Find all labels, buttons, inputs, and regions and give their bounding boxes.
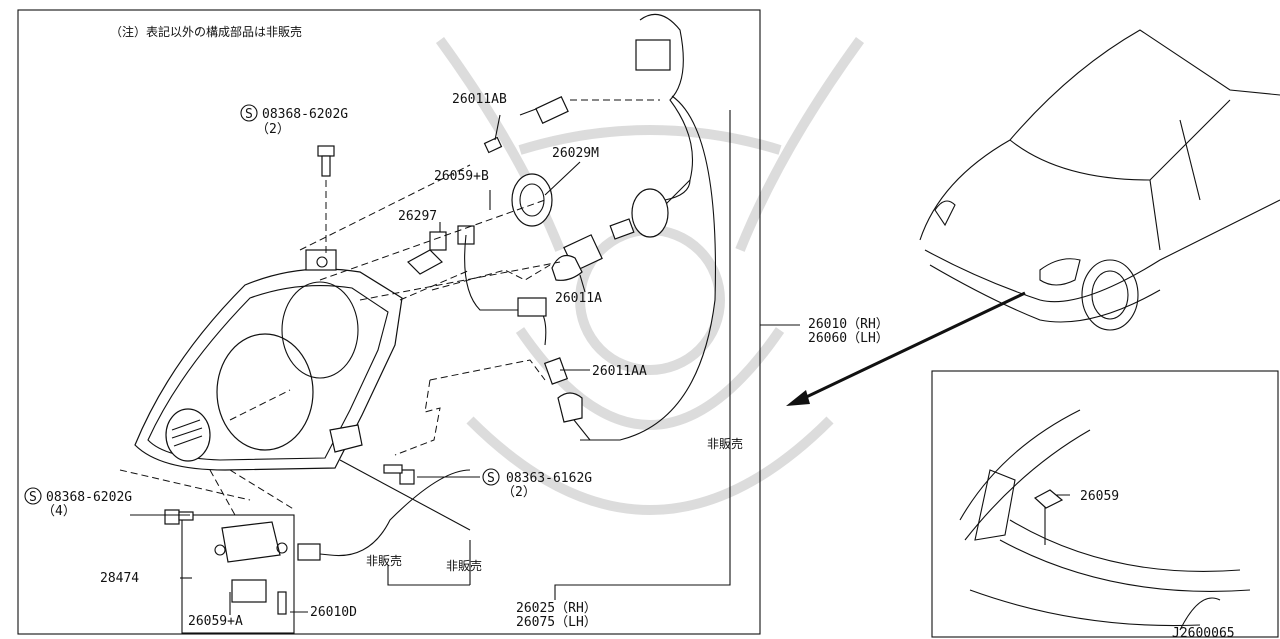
label-26010d: 26010D	[310, 605, 357, 620]
harness-top	[483, 13, 716, 441]
label-bolt-left: 08368-6202G	[46, 490, 132, 505]
label-bolt-left-qty: （4）	[42, 504, 76, 519]
watermark-helmet	[435, 37, 865, 515]
main-frame	[17, 9, 761, 635]
label-26059a: 26059+A	[188, 614, 243, 629]
harness-bottom	[299, 469, 471, 557]
label-26059b: 26059+B	[434, 169, 489, 184]
bolt-mid-icon	[383, 464, 415, 485]
bulb-26297	[407, 225, 475, 275]
label-not-sold-left: 非販売	[366, 553, 402, 568]
s-mark-mid-icon: S	[482, 468, 500, 486]
bulb-26011a	[551, 234, 603, 281]
label-26010-rh: 26010（RH）	[808, 317, 889, 332]
bulb-high-beam	[609, 179, 691, 240]
note-text: （注）表記以外の構成部品は非販売	[110, 24, 302, 39]
label-26060-lh: 26060（LH）	[808, 331, 889, 346]
label-26025-rh: 26025（RH）	[516, 601, 597, 616]
s-mark-top-icon: S	[240, 104, 258, 122]
label-bolt-top-qty: （2）	[256, 122, 290, 137]
bolt-top-icon	[317, 145, 335, 177]
label-not-sold-right: 非販売	[707, 436, 743, 451]
pointer-arrow	[786, 291, 1026, 406]
bolt-left-icon	[164, 509, 194, 525]
assembly-guides	[119, 164, 561, 516]
cap-26029m	[511, 173, 553, 227]
label-26075-lh: 26075（LH）	[516, 615, 597, 630]
s-mark-left-icon: S	[24, 487, 42, 505]
label-26011a: 26011A	[555, 291, 602, 306]
label-bolt-top: 08368-6202G	[262, 107, 348, 122]
label-26011ab: 26011AB	[452, 92, 507, 107]
label-26297: 26297	[398, 209, 437, 224]
label-26059: 26059	[1080, 489, 1119, 504]
socket-26011aa	[543, 357, 591, 441]
car-illustration	[919, 29, 1280, 331]
svg-text:S: S	[245, 107, 253, 122]
label-26011aa: 26011AA	[592, 364, 647, 379]
label-bolt-mid: 08363-6162G	[506, 471, 592, 486]
leader-lines	[130, 110, 1070, 615]
svg-text:S: S	[29, 490, 37, 505]
svg-text:S: S	[487, 471, 495, 486]
inset-illustration	[959, 409, 1251, 631]
harness-mid	[464, 234, 547, 346]
inset-frame	[931, 370, 1279, 638]
label-bolt-mid-qty: （2）	[502, 485, 536, 500]
label-26029m: 26029M	[552, 146, 599, 161]
headlamp-housing	[134, 249, 403, 471]
ballast-unit	[181, 514, 295, 634]
label-not-sold-center: 非販売	[446, 558, 482, 573]
diagram-code: J2600065	[1172, 626, 1235, 639]
label-28474: 28474	[100, 571, 139, 586]
